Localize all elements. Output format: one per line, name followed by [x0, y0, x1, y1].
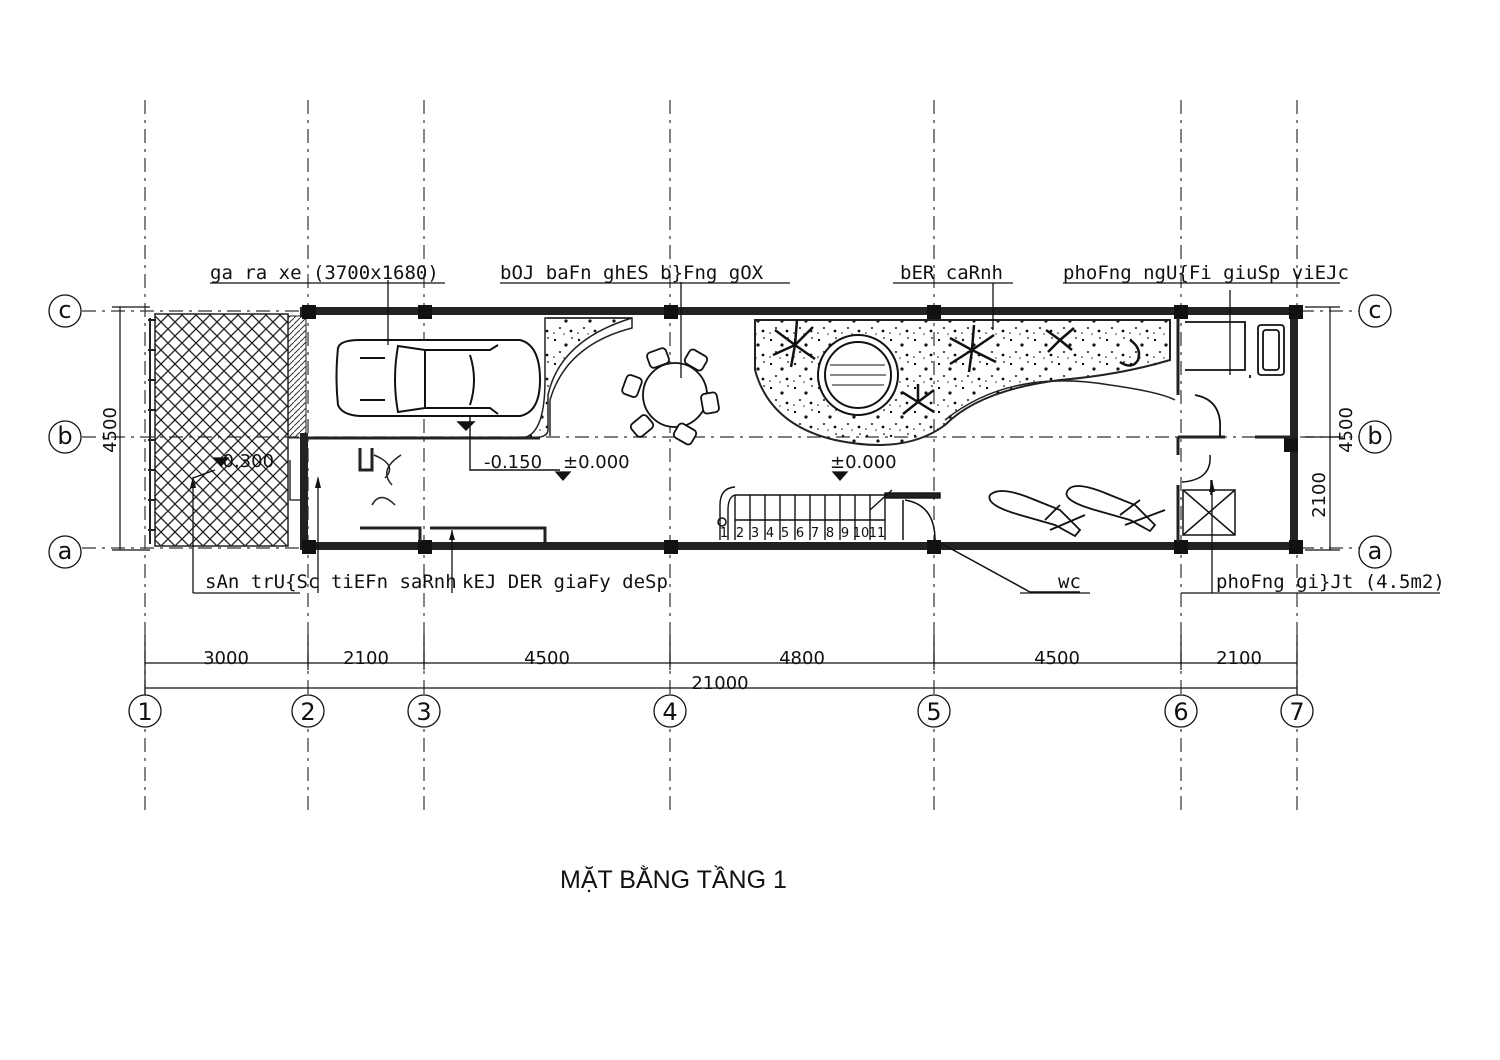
span-dimension: 2100	[343, 648, 389, 669]
label-garage: ga ra xe (3700x1680)	[210, 262, 439, 284]
span-dimension: 4500	[524, 648, 570, 669]
stair-step-number: 5	[781, 526, 789, 541]
interior-walls	[308, 318, 1295, 542]
palm-plants	[772, 319, 1141, 415]
label-wc: wc	[1058, 571, 1081, 593]
level-hall: ±0.000	[830, 452, 897, 473]
yard-paving	[154, 313, 289, 547]
column-axis-label: 5	[926, 698, 941, 726]
row-axis-label: b	[57, 422, 72, 450]
span-dimension: 2100	[1216, 648, 1262, 669]
planter-dining	[519, 317, 633, 439]
axis-bubbles	[48, 294, 1392, 728]
staircase	[719, 486, 941, 540]
label-yard: sAn trU{Sc tiEFn saRnh	[205, 571, 457, 593]
stair-step-number: 1	[720, 526, 728, 541]
level-garage: -0.150	[484, 452, 542, 473]
stair-start-mark	[717, 517, 727, 527]
dimension-lines	[112, 306, 1340, 700]
span-dimension: 3000	[203, 648, 249, 669]
span-dimensions: 3000 2100 4500 4800 4500 2100 21000	[203, 648, 1262, 694]
stair-step-number: 9	[841, 526, 849, 541]
leader-lines	[192, 282, 1440, 594]
pond-garden	[754, 319, 1171, 446]
row-axis-label: a	[1368, 537, 1383, 565]
row-axis-label: b	[1367, 422, 1382, 450]
stair-step-numbers: 1 2 3 4 5 6 7 8 9 10 11	[720, 526, 885, 541]
motorbikes	[988, 485, 1166, 538]
height-dimension-right-small: 2100	[1309, 472, 1330, 518]
label-shoe-cabinet: kEJ DER giaFy deSp	[462, 571, 668, 593]
span-dimension: 4800	[779, 648, 825, 669]
column-axis-label: 3	[416, 698, 431, 726]
car	[335, 280, 542, 417]
dining-table	[621, 282, 720, 446]
label-laundry: phoFng gi}Jt (4.5m2)	[1216, 571, 1445, 593]
label-dining: bOJ baFn ghES b}Fng gOX	[500, 262, 764, 284]
garage-level-mark	[456, 415, 560, 471]
height-dimension-right: 4500	[1336, 407, 1357, 453]
drawing-title: MẶT BẰNG TẦNG 1	[560, 865, 787, 894]
stair-step-number: 2	[736, 526, 744, 541]
cabinet-doors	[371, 454, 402, 506]
column-axis-label: 6	[1173, 698, 1188, 726]
column-axis-labels: 1 2 3 4 5 6 7	[137, 698, 1304, 726]
level-yard: -0.300	[216, 451, 274, 472]
stair-step-number: 8	[826, 526, 834, 541]
leader-arrows	[190, 476, 1215, 540]
height-dimension-left: 4500	[100, 407, 121, 453]
column-axis-label: 7	[1289, 698, 1304, 726]
stair-step-number: 7	[811, 526, 819, 541]
label-bedroom: phoFng ngU{Fi giuSp viEJc	[1063, 262, 1349, 284]
span-dimension: 4500	[1034, 648, 1080, 669]
level-markers	[212, 457, 849, 481]
fountain	[817, 334, 899, 416]
laundry-fixtures	[1181, 454, 1236, 536]
stair-step-number: 3	[751, 526, 759, 541]
level-dining: ±0.000	[563, 452, 630, 473]
bedroom-fixtures	[1185, 290, 1285, 437]
label-pond: bER caRnh	[900, 262, 1003, 284]
columns	[302, 305, 1303, 554]
stair-step-number: 10	[853, 526, 870, 541]
column-axis-label: 4	[662, 698, 677, 726]
row-axis-label: c	[58, 296, 71, 324]
yard-fence	[148, 318, 156, 544]
total-dimension: 21000	[691, 673, 748, 694]
row-axis-labels: c b a c b a	[57, 296, 1382, 565]
stair-step-number: 6	[796, 526, 804, 541]
column-axis-label: 2	[300, 698, 315, 726]
row-axis-label: a	[58, 537, 73, 565]
entry-steps	[287, 315, 307, 439]
stair-step-number: 11	[869, 526, 886, 541]
column-axis-label: 1	[137, 698, 152, 726]
wc-door	[902, 499, 1080, 593]
stair-step-number: 4	[766, 526, 774, 541]
row-axis-label: c	[1368, 296, 1381, 324]
